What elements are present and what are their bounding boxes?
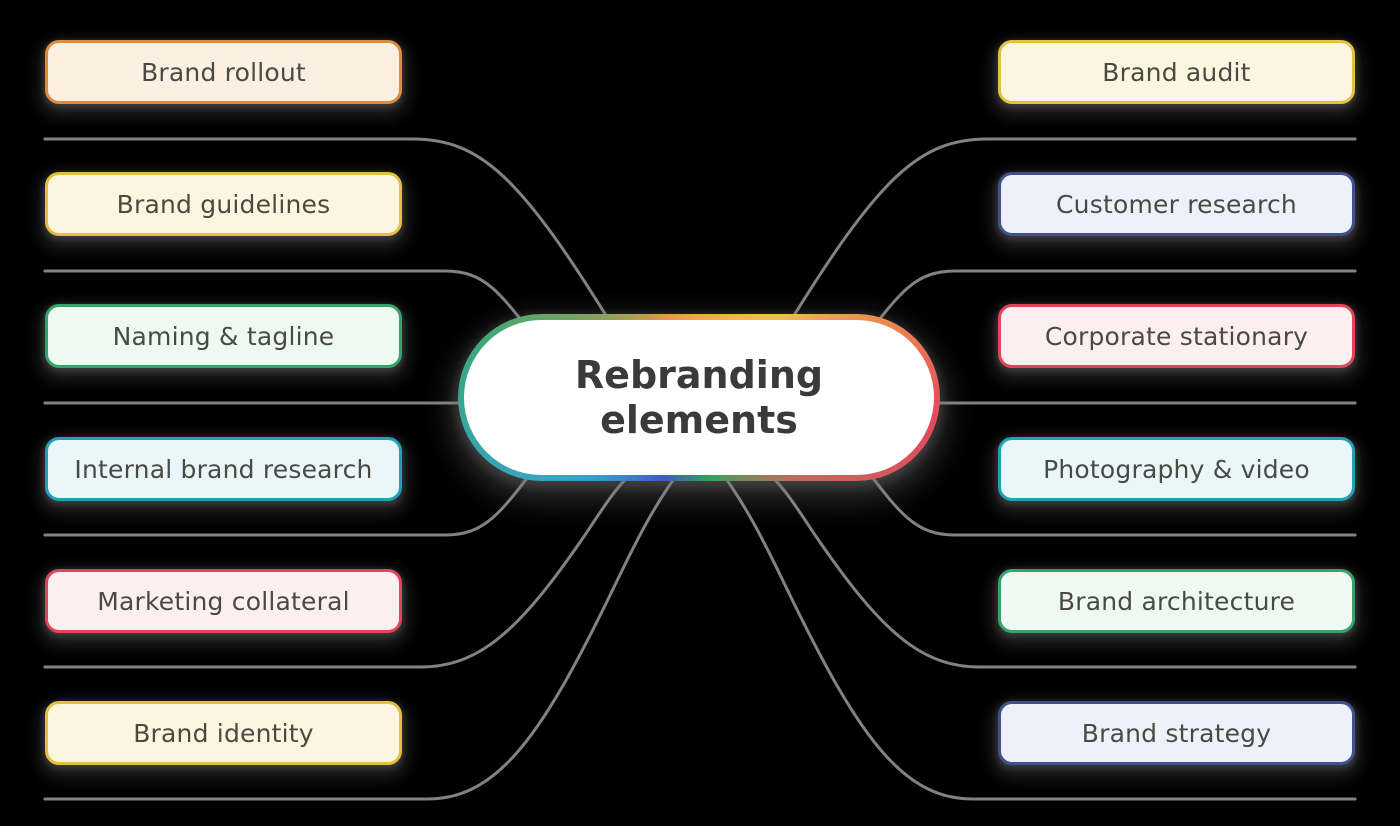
node-label: Marketing collateral [97, 586, 350, 616]
node-label: Brand identity [133, 718, 314, 748]
node-label: Photography & video [1043, 454, 1310, 484]
node-internal-brand-research[interactable]: Internal brand research [45, 437, 402, 501]
central-node-label: Rebranding elements [574, 352, 824, 442]
connector-group [43, 137, 1357, 801]
node-label: Brand guidelines [116, 189, 331, 219]
node-brand-audit[interactable]: Brand audit [998, 40, 1355, 104]
node-label: Brand rollout [141, 57, 306, 87]
connector-brand-strategy [718, 468, 1357, 801]
connector-photography-video [858, 459, 1357, 537]
connector-brand-audit [783, 137, 1357, 332]
node-label: Internal brand research [74, 454, 373, 484]
connector-brand-architecture [753, 460, 1357, 669]
node-brand-rollout[interactable]: Brand rollout [45, 40, 402, 104]
node-photography-video[interactable]: Photography & video [998, 437, 1355, 501]
node-brand-guidelines[interactable]: Brand guidelines [45, 172, 402, 236]
node-marketing-collateral[interactable]: Marketing collateral [45, 569, 402, 633]
central-node[interactable]: Rebranding elements [458, 314, 940, 481]
connector-brand-rollout [43, 137, 617, 332]
node-customer-research[interactable]: Customer research [998, 172, 1355, 236]
node-label: Brand audit [1102, 57, 1251, 87]
node-brand-identity[interactable]: Brand identity [45, 701, 402, 765]
connector-brand-identity [43, 468, 682, 801]
central-node-inner: Rebranding elements [464, 320, 934, 475]
node-brand-strategy[interactable]: Brand strategy [998, 701, 1355, 765]
connector-marketing-collateral [43, 460, 647, 669]
node-corporate-stationary[interactable]: Corporate stationary [998, 304, 1355, 368]
node-brand-architecture[interactable]: Brand architecture [998, 569, 1355, 633]
node-label: Customer research [1056, 189, 1297, 219]
node-label: Brand strategy [1081, 718, 1272, 748]
node-label: Brand architecture [1057, 586, 1296, 616]
node-naming-tagline[interactable]: Naming & tagline [45, 304, 402, 368]
node-label: Corporate stationary [1044, 321, 1309, 351]
node-label: Naming & tagline [112, 321, 335, 351]
